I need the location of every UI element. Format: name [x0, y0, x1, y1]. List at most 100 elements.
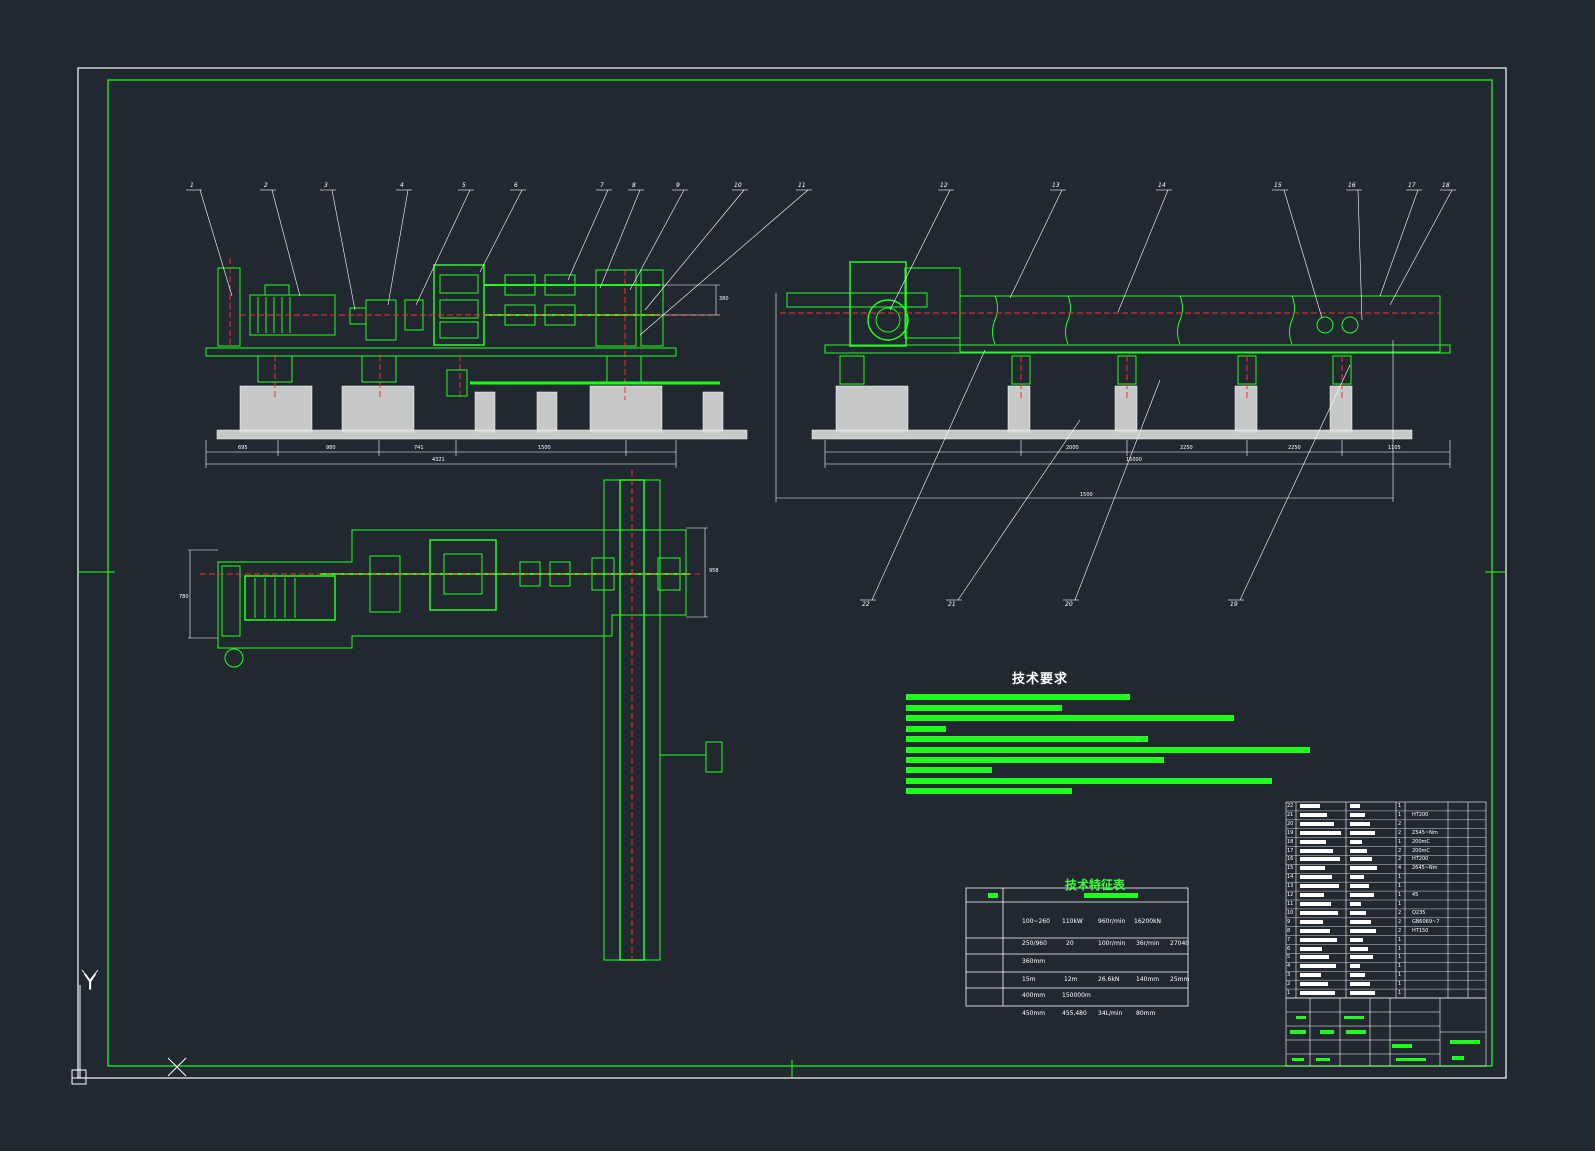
parts-code-mark — [1350, 857, 1372, 862]
table-header-mark — [988, 893, 998, 898]
callout-number: 13 — [1052, 182, 1060, 189]
tech-requirements-title: 技术要求 — [1012, 672, 1069, 687]
parts-cell: 16 — [1287, 856, 1294, 863]
dimension-value: 980 — [326, 445, 336, 451]
parts-code-mark — [1350, 839, 1362, 844]
table-cell: 140mm — [1136, 976, 1160, 983]
parts-name-mark — [1300, 839, 1326, 844]
table-cell: 12m — [1064, 976, 1078, 983]
callout-number: 4 — [400, 182, 404, 189]
parts-name-mark — [1300, 875, 1332, 880]
table-cell: 25mm — [1170, 976, 1190, 983]
requirement-line — [906, 788, 1072, 794]
parts-cell: 1 — [1398, 811, 1402, 818]
table-cell: 34L/min — [1098, 1010, 1123, 1017]
parts-cell: 2645~Nm — [1412, 865, 1438, 872]
parts-cell: 2 — [1398, 918, 1402, 925]
table-cell: 100r/min — [1098, 940, 1126, 947]
parts-cell: 11 — [1287, 901, 1294, 907]
dimension-value: 1105 — [1388, 445, 1401, 451]
requirement-line — [906, 736, 1148, 742]
parts-cell: 12 — [1287, 892, 1294, 899]
table-header-mark — [1084, 893, 1138, 898]
parts-cell: 15 — [1287, 865, 1294, 872]
parts-cell: 1 — [1398, 883, 1402, 890]
requirement-line — [906, 705, 1062, 711]
parts-cell: 1 — [1398, 945, 1402, 952]
parts-cell: 1 — [1398, 972, 1402, 979]
parts-code-mark — [1350, 928, 1376, 933]
callout-number: 18 — [1442, 182, 1450, 189]
parts-cell: 1 — [1398, 936, 1402, 943]
dimension-value: 958 — [709, 568, 719, 574]
parts-cell: 2 — [1398, 927, 1402, 934]
parts-cell: 1 — [1398, 803, 1402, 809]
table-cell: 960r/min — [1098, 918, 1126, 925]
parts-name-mark — [1300, 893, 1324, 898]
requirement-line — [906, 715, 1234, 721]
parts-name-mark — [1300, 955, 1329, 960]
parts-cell: 1 — [1398, 901, 1402, 907]
table-cell: 36r/min — [1136, 940, 1160, 947]
table-cell: 360mm — [1022, 958, 1046, 965]
callout-number: 1 — [190, 182, 194, 189]
parts-cell: 13 — [1287, 883, 1294, 890]
parts-code-mark — [1350, 910, 1366, 915]
parts-name-mark — [1300, 982, 1328, 987]
tech-table-grid — [965, 887, 1189, 1007]
parts-cell: 1 — [1398, 874, 1402, 881]
parts-code-mark — [1350, 821, 1370, 826]
parts-code-mark — [1350, 919, 1371, 924]
requirement-line — [906, 726, 946, 732]
parts-cell: 6 — [1287, 945, 1291, 952]
parts-cell: 17 — [1287, 847, 1294, 854]
parts-cell: 22 — [1287, 803, 1294, 809]
requirement-line — [906, 778, 1272, 784]
parts-cell: 18 — [1287, 838, 1294, 845]
parts-cell: 1 — [1287, 990, 1291, 997]
parts-cell: 4 — [1398, 865, 1402, 872]
callout-number: 14 — [1158, 182, 1166, 189]
parts-code-mark — [1350, 804, 1360, 808]
parts-cell: 1 — [1398, 954, 1402, 961]
dimension-value: 15000 — [1126, 457, 1142, 463]
table-cell: 16200kN — [1134, 918, 1162, 925]
callout-number: 7 — [600, 182, 604, 189]
parts-code-mark — [1350, 991, 1375, 996]
parts-code-mark — [1350, 875, 1364, 880]
callout-number: 12 — [940, 182, 948, 189]
requirement-line — [906, 767, 992, 773]
dimension-value: 695 — [238, 445, 248, 451]
dimension-value: 1500 — [1080, 492, 1093, 498]
parts-cell: 7 — [1287, 936, 1291, 943]
table-cell: 110kW — [1062, 918, 1083, 925]
ucs-icon — [71, 969, 187, 1085]
parts-name-mark — [1300, 812, 1327, 817]
table-cell: 100~260 — [1022, 918, 1050, 925]
parts-cell: 5 — [1287, 954, 1291, 961]
dimension-value: 780 — [179, 594, 189, 600]
parts-name-mark — [1300, 884, 1339, 889]
parts-code-mark — [1350, 848, 1367, 853]
parts-cell: 1 — [1398, 990, 1402, 997]
parts-name-mark — [1300, 964, 1336, 969]
parts-cell: 20 — [1287, 820, 1294, 827]
parts-cell: 2 — [1398, 847, 1402, 854]
parts-code-mark — [1350, 955, 1373, 960]
callout-number: 10 — [734, 182, 742, 189]
table-cell: 450mm — [1022, 1010, 1046, 1017]
parts-cell: GB6069~7 — [1412, 918, 1440, 925]
table-cell: 15m — [1022, 976, 1036, 983]
parts-name-mark — [1300, 919, 1323, 924]
table-cell: 80mm — [1136, 1010, 1156, 1017]
dimension-value: 2250 — [1180, 445, 1193, 451]
parts-list-rows — [1286, 810, 1486, 990]
dimension-value: 741 — [414, 445, 424, 451]
requirement-line — [906, 694, 1130, 700]
parts-name-mark — [1300, 848, 1333, 853]
parts-name-mark — [1300, 902, 1331, 906]
dimension-value: 1500 — [538, 445, 551, 451]
parts-name-mark — [1300, 866, 1325, 871]
parts-cell: 200mC — [1412, 847, 1430, 854]
table-cell: 20 — [1066, 940, 1074, 947]
